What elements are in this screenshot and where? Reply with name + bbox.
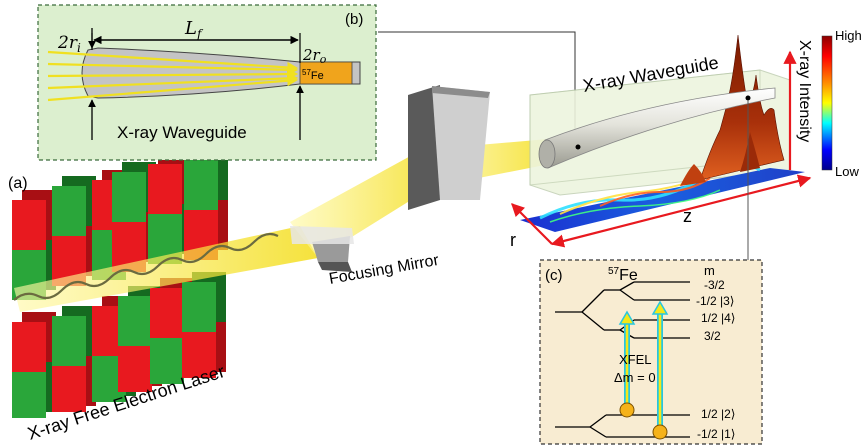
colorbar-title: X-ray Intensity [796, 40, 813, 142]
colorbar-high-label: High [835, 28, 862, 43]
isotope-label: 57Fe [608, 266, 638, 284]
z-axis [550, 174, 812, 248]
fe57-core-label: 57Fe [302, 68, 324, 82]
z-axis-label: z [683, 206, 692, 226]
colorbar-low-label: Low [835, 164, 859, 179]
panel-c-tag: (c) [545, 267, 563, 284]
m-header: m [704, 263, 715, 278]
undulator [12, 150, 228, 418]
waveguide-tube [544, 87, 776, 169]
level-3: -1/2 |3⟩ [696, 294, 734, 308]
r-axis [511, 203, 553, 245]
level-m-minus3half: -3/2 [704, 278, 725, 292]
waveguide-3d: X-ray Waveguide z r [510, 34, 812, 250]
level-4: 1/2 |4⟩ [701, 311, 736, 325]
panel-b: 2ri Lf 2ro 57Fe X-ray Waveguide (b) [37, 4, 377, 161]
panel-b-caption: X-ray Waveguide [117, 123, 247, 142]
population-dot-1 [652, 424, 668, 440]
focused-rays [47, 50, 299, 102]
inner-diameter-label: 2ri [57, 33, 81, 55]
level-2: 1/2 |2⟩ [701, 407, 736, 421]
ground-state-levels [555, 414, 690, 438]
lower-magnet-row [12, 272, 226, 418]
level-1: -1/2 |1⟩ [697, 427, 735, 441]
electron-trajectory [13, 232, 279, 301]
panel-a-tag: (a) [8, 175, 28, 192]
focal-length-label: Lf [184, 18, 204, 41]
colorbar: High Low X-ray Intensity [796, 28, 862, 179]
waveguide-cross-section [81, 47, 361, 99]
r-axis-label: r [510, 230, 516, 250]
focusing-mirror [290, 85, 490, 272]
transition-arrows [618, 300, 669, 440]
selection-rule-label: Δm = 0 [614, 370, 656, 385]
outer-diameter-label: 2ro [302, 46, 327, 66]
xfel-label: XFEL [619, 352, 652, 367]
level-m-3half: 3/2 [704, 329, 721, 343]
panel-b-tag: (b) [345, 11, 363, 28]
panel-c: (c) 57Fe m -3/2 -1/2 |3⟩ 1/2 |4⟩ 3/2 [539, 259, 763, 445]
population-dot-2 [619, 402, 635, 418]
